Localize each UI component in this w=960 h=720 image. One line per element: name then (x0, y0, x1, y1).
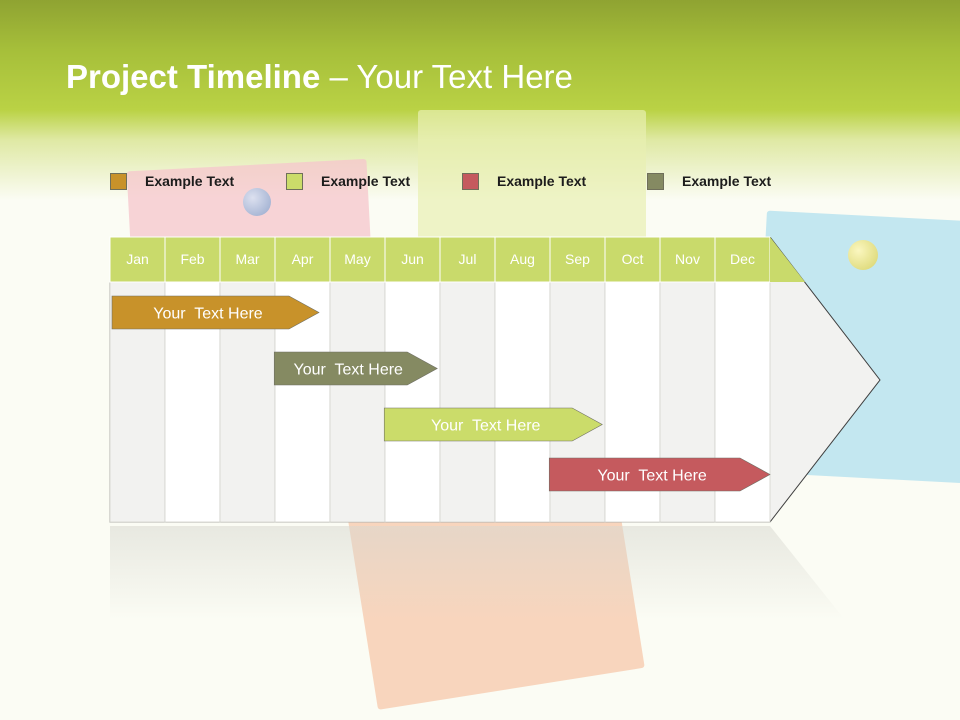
title-rest: – Your Text Here (320, 58, 573, 95)
month-label: Sep (565, 251, 590, 267)
month-label: Feb (180, 251, 204, 267)
month-header-cell (494, 236, 551, 283)
month-header-cell (384, 236, 441, 283)
timeline-reflection (110, 526, 845, 620)
month-label: Jan (126, 251, 149, 267)
month-header-row: Jan Feb Mar Apr May Jun Jul Aug Sep Oct Nov Dec (109, 236, 771, 283)
month-label: Oct (622, 251, 644, 267)
task-bar-label: Your Text Here (431, 418, 541, 435)
month-header-cell (659, 236, 716, 283)
month-header-cell (274, 236, 331, 283)
month-label: Aug (510, 251, 535, 267)
legend-label: Example Text (682, 173, 772, 189)
legend-swatch (286, 172, 303, 190)
month-label: Dec (730, 251, 755, 267)
month-header-cell (439, 236, 496, 283)
month-column (494, 281, 551, 523)
month-column (439, 281, 496, 523)
legend-item: Example Text (462, 171, 586, 191)
task-bar-label: Your Text Here (597, 468, 707, 485)
month-header-cell (329, 236, 386, 283)
task-bar (548, 457, 771, 492)
month-header-cell (219, 236, 276, 283)
month-header-arrow-tip (770, 237, 805, 282)
month-label: Nov (675, 251, 700, 267)
page-title: Project Timeline – Your Text Here (66, 58, 573, 96)
legend-item: Example Text (286, 171, 410, 191)
legend-item: Example Text (110, 171, 234, 191)
task-bar-label: Your Text Here (294, 362, 404, 379)
month-header-cell (164, 236, 221, 283)
month-label: Jun (401, 251, 424, 267)
push-pin-icon (243, 188, 271, 216)
legend-swatch (110, 172, 127, 190)
legend-swatch (647, 172, 664, 190)
legend-label: Example Text (145, 173, 235, 189)
task-bar-label: Your Text Here (153, 306, 263, 323)
month-label: Apr (292, 251, 314, 267)
task-bar (111, 295, 320, 330)
month-header-cell (549, 236, 606, 283)
legend-item: Example Text (647, 171, 771, 191)
task-bar (383, 407, 603, 442)
month-label: May (344, 251, 370, 267)
task-bar (273, 351, 438, 386)
title-bold: Project Timeline (66, 58, 321, 95)
legend-label: Example Text (321, 173, 411, 189)
month-column (329, 281, 386, 523)
month-column (384, 281, 441, 523)
push-pin-icon (848, 240, 878, 270)
background-sticky-note-green (418, 110, 646, 250)
legend-label: Example Text (497, 173, 587, 189)
month-label: Mar (235, 251, 259, 267)
month-label: Jul (459, 251, 477, 267)
legend-swatch (462, 172, 479, 190)
